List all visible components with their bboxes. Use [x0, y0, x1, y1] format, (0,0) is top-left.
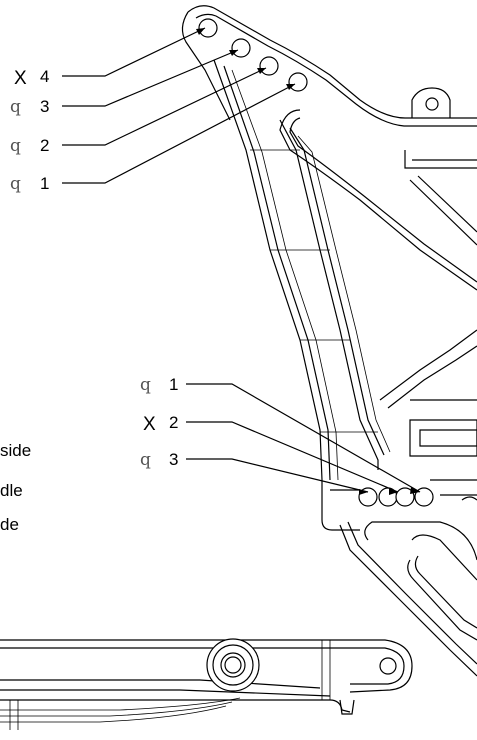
side-note: side dle de: [0, 441, 31, 534]
svg-text:3: 3: [40, 97, 49, 116]
upper-hole-4: [198, 18, 218, 38]
side-note-line-3: de: [0, 515, 19, 534]
lower-callout-1: q 1: [140, 375, 178, 395]
svg-text:q: q: [10, 174, 21, 194]
lower-hole-1: [395, 487, 415, 507]
upper-callout-2: q 2: [10, 136, 49, 156]
svg-text:q: q: [10, 97, 21, 117]
upper-callout-1: q 1: [10, 174, 49, 194]
upper-hole-3: [231, 38, 251, 58]
upper-callout-4: X 4: [14, 67, 49, 89]
svg-text:X: X: [14, 68, 27, 89]
svg-text:q: q: [140, 375, 151, 395]
svg-text:2: 2: [40, 136, 49, 155]
vertical-strut: [213, 59, 391, 481]
svg-text:q: q: [10, 136, 21, 156]
upper-hole-2: [259, 56, 279, 76]
upper-rocker-outline: [181, 5, 477, 291]
upper-hole-row: [198, 18, 308, 92]
lower-hole-extra: [414, 487, 434, 507]
side-note-line-1: side: [0, 441, 31, 460]
lower-leaders: [186, 383, 421, 495]
lower-callout-2: X 2: [143, 413, 178, 435]
svg-text:3: 3: [169, 450, 178, 469]
svg-text:4: 4: [40, 67, 49, 86]
upper-hole-1: [288, 72, 308, 92]
upper-leaders: [62, 27, 296, 184]
svg-text:1: 1: [40, 174, 49, 193]
side-note-line-2: dle: [0, 481, 23, 500]
svg-text:1: 1: [169, 375, 178, 394]
upper-callout-3: q 3: [10, 97, 49, 117]
lower-callout-3: q 3: [140, 450, 178, 470]
bottom-link: [0, 638, 413, 730]
lower-frame: [321, 329, 477, 677]
svg-text:2: 2: [169, 413, 178, 432]
svg-text:q: q: [140, 450, 151, 470]
svg-text:X: X: [143, 414, 156, 435]
